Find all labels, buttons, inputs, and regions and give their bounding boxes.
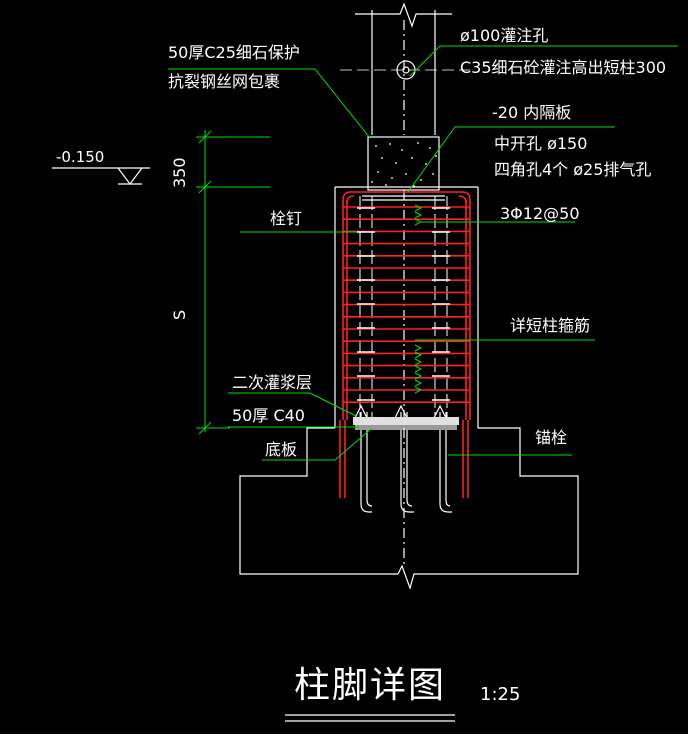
- dimension-lines: [196, 130, 270, 435]
- base-plate: [353, 417, 459, 430]
- anchor-bolt-label: 锚栓: [535, 428, 568, 447]
- stirrup-label: 详短柱箍筋: [510, 316, 591, 335]
- leader-lines: [168, 45, 678, 461]
- bar-symbol: [414, 218, 423, 226]
- bar-symbol: [414, 204, 423, 212]
- inner-diaphragm-plate: [362, 195, 445, 201]
- protection-label-line1: 50厚C25细石保护: [168, 43, 300, 62]
- bar-symbol: [414, 386, 423, 394]
- bar-symbol: [414, 211, 423, 219]
- stub-column-concrete-label: C35细石砼灌注高出短柱300: [460, 58, 667, 77]
- bar-symbol: [414, 351, 423, 359]
- drawing-scale: 1:25: [480, 684, 521, 705]
- center-hole-label: 中开孔 ø150: [494, 134, 588, 153]
- dimension-350-label: 350: [170, 157, 189, 188]
- inner-plate-label: -20 内隔板: [492, 103, 572, 122]
- stub-column-outline: [334, 186, 479, 428]
- bar-symbol: [414, 379, 423, 387]
- c40-layer-label: 50厚 C40: [232, 406, 305, 425]
- stud-label: 栓钉: [270, 209, 303, 228]
- grout-hole-icon: [396, 60, 416, 80]
- bar-symbol: [414, 372, 423, 380]
- axis-bar-symbols: [414, 204, 423, 394]
- dimension-s-label: S: [170, 309, 189, 320]
- bar-symbol: [414, 358, 423, 366]
- grout-hole-label: ø100灌注孔: [460, 26, 549, 45]
- bar-symbol: [414, 344, 423, 352]
- shear-studs: [357, 207, 450, 401]
- base-plate-label: 底板: [265, 440, 298, 459]
- protection-label-line2: 抗裂钢丝网包裹: [168, 72, 281, 91]
- elevation-marker-icon: [52, 167, 150, 185]
- title-underline: [285, 714, 455, 722]
- embedded-steel-flanges: [359, 196, 448, 418]
- bar-symbol: [414, 365, 423, 373]
- rebar-cage: [342, 191, 471, 420]
- bars-label: 3Φ12@50: [500, 204, 580, 223]
- anchor-bolts: [339, 404, 469, 513]
- grout-layer-label: 二次灌浆层: [232, 373, 313, 392]
- upper-column: [340, 2, 470, 135]
- drawing-title: 柱脚详图: [294, 665, 447, 706]
- vent-holes-label: 四角孔4个 ø25排气孔: [494, 160, 652, 179]
- elevation-label: -0.150: [56, 148, 105, 166]
- foundation-outline: [239, 427, 579, 590]
